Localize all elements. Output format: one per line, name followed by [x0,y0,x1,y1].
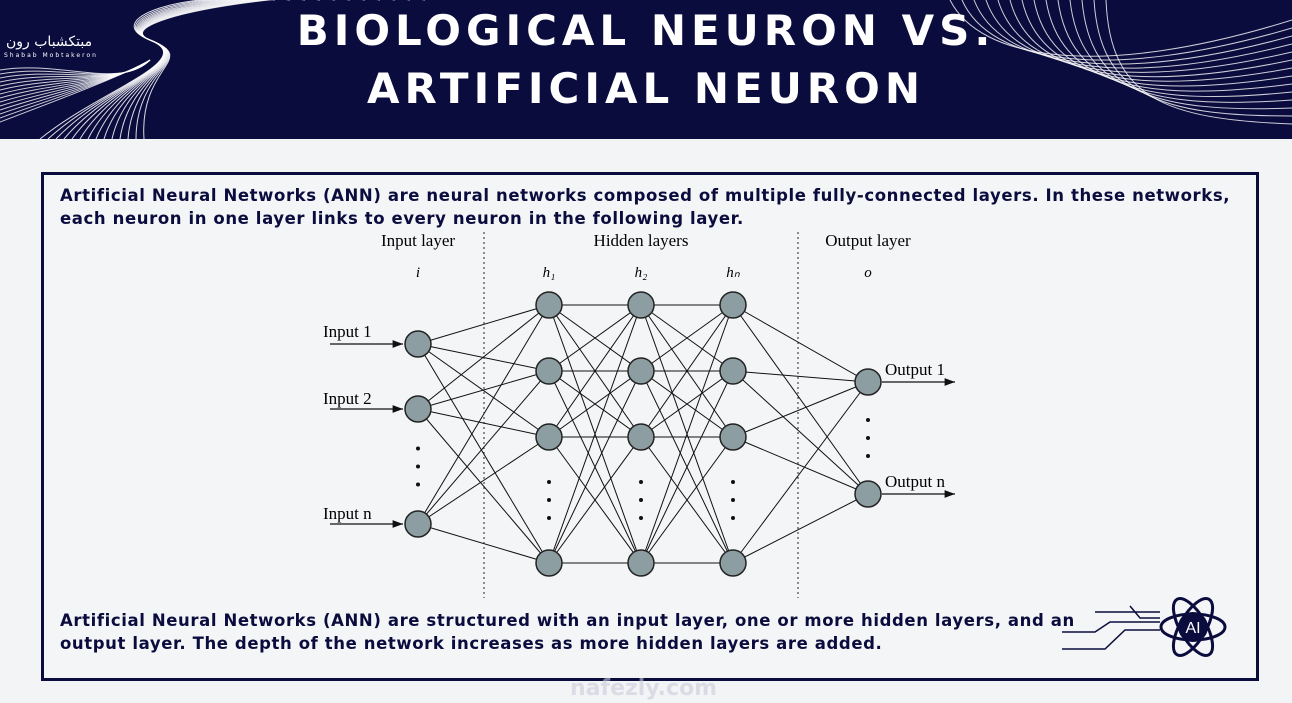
connection [417,436,550,525]
ellipsis-dot [416,446,420,451]
ellipsis-dot [547,480,551,484]
connection [640,436,734,564]
input-1-label: Input 1 [323,322,372,341]
connection [548,370,642,438]
title-line-2: ARTIFICIAL NEURON [366,64,926,113]
neuron-node [627,423,655,451]
page-title: BIOLOGICAL NEURON VS. ARTIFICIAL NEURON [0,2,1292,118]
hidden-layers-label: Hidden layers [594,231,689,250]
connection [548,436,642,564]
connection [640,304,734,564]
neuron-node [719,291,747,319]
connection [548,304,642,438]
neuron-node [719,357,747,385]
neuron-node [627,357,655,385]
symbol-o: o [864,265,872,281]
input-layer-label: Input layer [381,231,455,250]
connection [548,304,642,564]
intro-text: Artificial Neural Networks (ANN) are neu… [60,186,1231,228]
connection [732,370,869,383]
neuron-node [535,549,563,577]
input-2-label: Input 2 [323,389,372,408]
connection [732,381,869,438]
connection [640,370,734,438]
neuron-node [854,480,882,508]
neuron-node [627,291,655,319]
ellipsis-dot [731,480,735,484]
connection [732,304,869,495]
neuron-node [535,423,563,451]
neuron-node [719,549,747,577]
neuron-node [404,510,432,538]
circuit-lines-icon [1062,605,1160,650]
ellipsis-dot [866,418,870,422]
title-line-1: BIOLOGICAL NEURON VS. [296,6,996,55]
wave-lines-decoration [0,0,1292,139]
connection [548,304,642,372]
ai-badge-icon: AI [1159,597,1227,657]
watermark: nafezly.com [570,676,718,701]
symbol-hn: hₙ [726,265,741,281]
neuron-node [404,330,432,358]
summary-text: Artificial Neural Networks (ANN) are str… [60,611,1075,653]
symbol-h1: h₁ [543,265,556,281]
logo-subtitle: Shabab Mobtakeron [4,52,98,59]
ellipsis-dot [547,516,551,520]
neuron-node [404,395,432,423]
ai-badge-text: AI [1185,620,1200,637]
input-n-label: Input n [323,504,372,523]
connection [417,370,550,410]
connection [548,370,642,564]
ellipsis-dot [731,516,735,520]
ellipsis-dot [639,498,643,502]
connection [417,304,550,345]
connection [417,408,550,564]
ellipsis-dot [866,436,870,440]
output-n-label: Output n [885,472,945,491]
output-1-label: Output 1 [885,360,945,379]
ellipsis-dot [547,498,551,502]
connection [732,436,869,495]
connection [417,304,550,525]
connection [732,493,869,564]
symbol-h2: h₂ [635,265,648,281]
logo: مبتكشباب رون [6,34,93,50]
ellipsis-dot [731,498,735,502]
header-banner: مبتكشباب رون Shabab Mobtakeron BIOLOGICA… [0,0,1292,139]
ellipsis-dot [866,454,870,458]
content-box: Artificial Neural Networks (ANN) are neu… [41,172,1259,681]
neuron-node [854,368,882,396]
neuron-node [719,423,747,451]
ellipsis-dot [639,516,643,520]
connection [640,370,734,564]
neuron-node [535,291,563,319]
connection [640,304,734,438]
ellipsis-dot [416,464,420,469]
neuron-node [627,549,655,577]
connection [640,304,734,372]
neuron-node [535,357,563,385]
ellipsis-dot [639,480,643,484]
ellipsis-dot [416,482,420,487]
connection [732,304,869,383]
output-layer-label: Output layer [825,231,911,250]
connection [732,370,869,495]
connection [732,381,869,564]
symbol-i: i [416,265,420,281]
